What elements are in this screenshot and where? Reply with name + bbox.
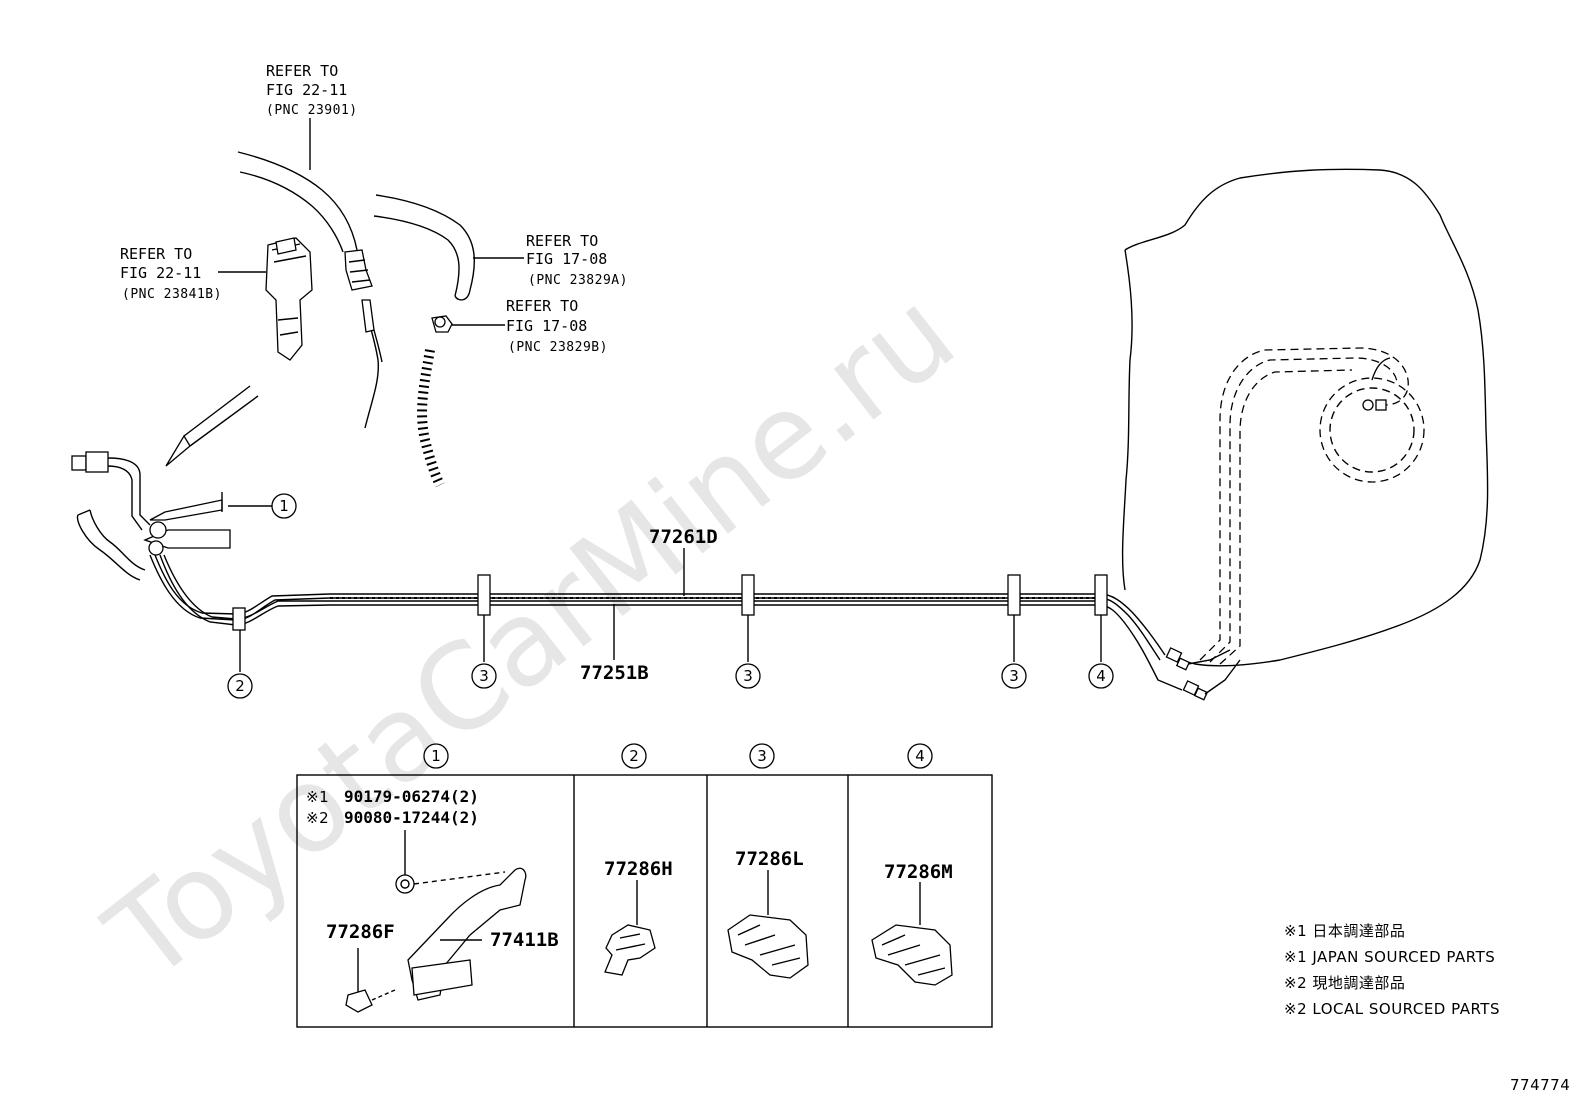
callout-3a: 3 xyxy=(471,663,497,689)
svg-text:4: 4 xyxy=(1096,667,1106,685)
part-77286f: 77286F xyxy=(326,921,395,943)
main-tube-lines xyxy=(149,554,1183,691)
svg-text:REFER TO: REFER TO xyxy=(120,245,192,263)
left-fitting-assembly xyxy=(71,451,231,581)
detail-box-4: 77286M xyxy=(871,861,953,986)
clamp-77286h xyxy=(604,924,656,976)
svg-text:FIG 22-11: FIG 22-11 xyxy=(120,264,201,282)
hose-23829a xyxy=(373,194,524,301)
detail-header-1: 1 xyxy=(423,743,449,769)
svg-text:REFER TO: REFER TO xyxy=(266,62,338,80)
detail-header-3: 3 xyxy=(749,743,775,769)
detail-box-2: 77286H xyxy=(604,858,673,976)
legend-line-3: ※2 現地調達部品 xyxy=(1284,974,1405,992)
svg-text:2: 2 xyxy=(629,747,639,765)
clamp-77286l xyxy=(727,914,809,979)
svg-text:3: 3 xyxy=(743,667,753,685)
clamp-2-on-tube xyxy=(232,607,246,631)
svg-text:(PNC 23841B): (PNC 23841B) xyxy=(122,287,222,302)
legend: ※1 日本調達部品 ※1 JAPAN SOURCED PARTS ※2 現地調達… xyxy=(1284,922,1500,1018)
detail-box-frame xyxy=(296,774,993,1028)
svg-text:(PNC 23829B): (PNC 23829B) xyxy=(508,340,608,355)
reference-label-23829b: REFER TO FIG 17-08 (PNC 23829B) xyxy=(506,297,608,355)
callout-4: 4 xyxy=(1088,663,1114,689)
svg-text:3: 3 xyxy=(1009,667,1019,685)
svg-text:3: 3 xyxy=(479,667,489,685)
svg-text:FIG 17-08: FIG 17-08 xyxy=(506,317,587,335)
reference-label-23841b: REFER TO FIG 22-11 (PNC 23841B) xyxy=(120,245,222,302)
reference-label-23901: REFER TO FIG 22-11 (PNC 23901) xyxy=(266,62,358,118)
reference-label-23829a: REFER TO FIG 17-08 (PNC 23829A) xyxy=(526,232,628,288)
svg-text:1: 1 xyxy=(279,497,289,515)
clamp-3c-on-tube xyxy=(1007,574,1021,616)
callout-1: 1 xyxy=(271,493,297,519)
svg-text:(PNC 23829A): (PNC 23829A) xyxy=(528,273,628,288)
corrugated-hose xyxy=(417,349,445,488)
detail-box-1: ※1 90179-06274(2) ※2 90080-17244(2) 7741… xyxy=(306,787,559,1013)
svg-text:3: 3 xyxy=(757,747,767,765)
part-77286m: 77286M xyxy=(884,861,953,883)
clamp-3b-on-tube xyxy=(741,574,755,616)
note2-part: 90080-17244(2) xyxy=(344,808,479,827)
part-77286l: 77286L xyxy=(735,848,804,870)
legend-line-1: ※1 日本調達部品 xyxy=(1284,922,1405,940)
svg-text:1: 1 xyxy=(431,747,441,765)
hose-23901 xyxy=(237,151,383,429)
nut-icon xyxy=(395,874,415,894)
svg-text:REFER TO: REFER TO xyxy=(526,232,598,250)
callout-3b: 3 xyxy=(735,663,761,689)
svg-text:REFER TO: REFER TO xyxy=(506,297,578,315)
detail-box-3: 77286L xyxy=(727,848,809,979)
figure-id: 774774 xyxy=(1510,1076,1570,1094)
part-77261d: 77261D xyxy=(649,526,718,548)
clamp-4-on-tube xyxy=(1094,574,1108,616)
clamp-23829b xyxy=(431,315,505,333)
direction-arrow xyxy=(165,385,259,467)
detail-header-2: 2 xyxy=(621,743,647,769)
connector-23841b xyxy=(265,237,313,361)
svg-text:4: 4 xyxy=(915,747,925,765)
callout-leaders xyxy=(228,505,1102,672)
clip-77286f xyxy=(345,989,373,1013)
note1-part: 90179-06274(2) xyxy=(344,787,479,806)
part-77251b: 77251B xyxy=(580,662,649,684)
note1-mark: ※1 xyxy=(306,788,329,806)
note2-mark: ※2 xyxy=(306,809,329,827)
part-77411b: 77411B xyxy=(490,929,559,951)
detail-header-4: 4 xyxy=(907,743,933,769)
legend-line-2: ※1 JAPAN SOURCED PARTS xyxy=(1284,948,1495,966)
svg-text:FIG 17-08: FIG 17-08 xyxy=(526,250,607,268)
svg-text:(PNC 23901): (PNC 23901) xyxy=(266,103,358,118)
watermark: ToyotaCarMine.ru xyxy=(81,264,979,1008)
callout-2: 2 xyxy=(227,673,253,699)
svg-text:FIG 22-11: FIG 22-11 xyxy=(266,81,347,99)
part-77286h: 77286H xyxy=(604,858,673,880)
callout-3c: 3 xyxy=(1001,663,1027,689)
clamp-3a-on-tube xyxy=(477,574,491,616)
svg-text:2: 2 xyxy=(235,677,245,695)
fuel-tank xyxy=(1121,168,1489,701)
legend-line-4: ※2 LOCAL SOURCED PARTS xyxy=(1284,1000,1500,1018)
